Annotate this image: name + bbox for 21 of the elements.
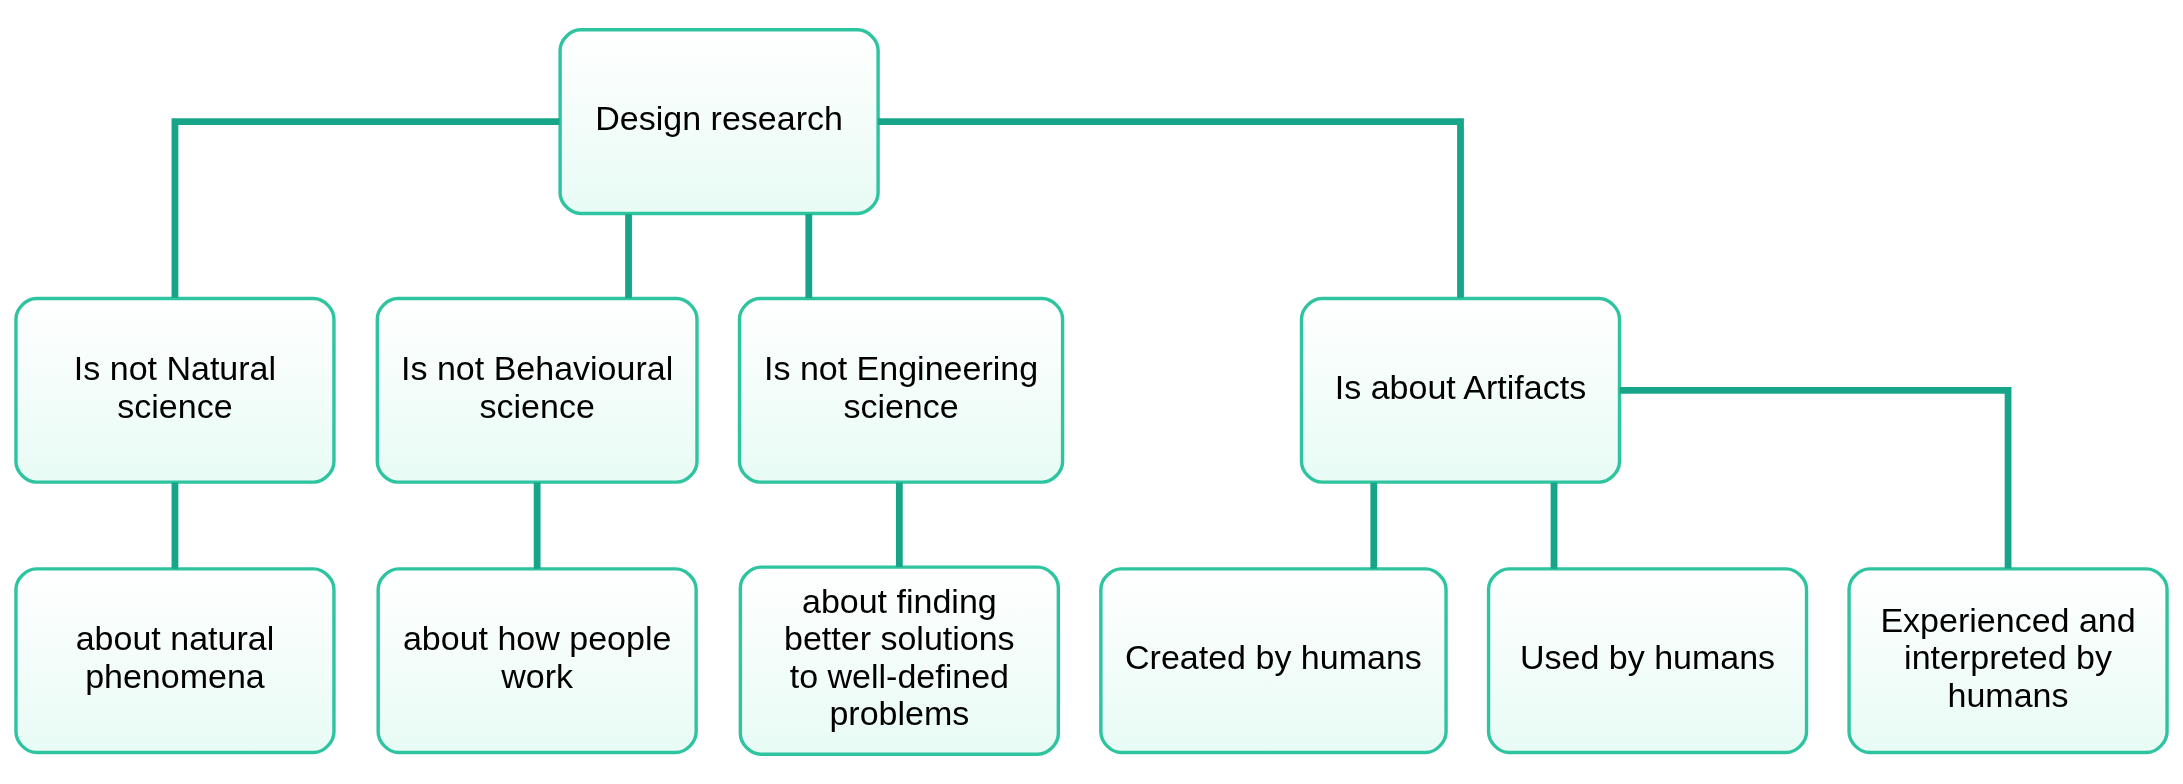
- node-box: Used by humans: [1486, 567, 1809, 755]
- node-box: about natural phenomena: [14, 567, 336, 755]
- node-box: Created by humans: [1099, 567, 1448, 755]
- connector: [625, 214, 632, 299]
- connector: [1619, 386, 2012, 569]
- connector: [171, 482, 179, 569]
- connector: [805, 214, 813, 299]
- connector: [533, 482, 541, 569]
- connector: [1550, 482, 1558, 569]
- node-box: about how people work: [376, 567, 698, 755]
- connector: [895, 482, 903, 567]
- connector: [171, 118, 560, 298]
- node-box: Is not Behavioural science: [375, 296, 699, 484]
- node-box: Design research: [558, 28, 880, 216]
- node-box: Experienced and interpreted by humans: [1847, 567, 2169, 755]
- node-box: about finding better solutions to well-defined problems: [738, 565, 1061, 756]
- connector: [1370, 482, 1378, 569]
- node-box: Is about Artifacts: [1299, 296, 1622, 484]
- connector: [878, 118, 1464, 298]
- node-box: Is not Natural science: [14, 296, 336, 484]
- node-box: Is not Engineering science: [737, 296, 1065, 484]
